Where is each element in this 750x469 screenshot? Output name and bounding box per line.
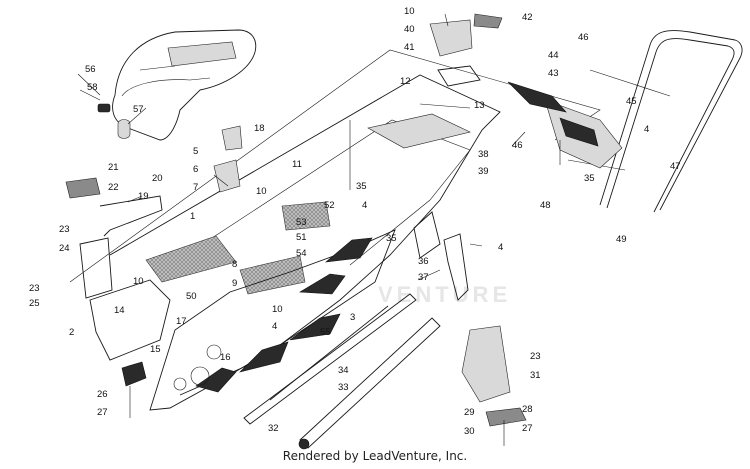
callout-label: 35 bbox=[356, 181, 367, 192]
callout-label: 55 bbox=[320, 327, 331, 338]
callout-label: 4 bbox=[362, 200, 367, 211]
callout-label: 8 bbox=[232, 259, 237, 270]
callout-label: 27 bbox=[97, 407, 108, 418]
callout-label: 54 bbox=[296, 248, 307, 259]
callout-label: 33 bbox=[338, 382, 349, 393]
callout-label: 10 bbox=[272, 304, 283, 315]
callout-label: 42 bbox=[522, 12, 533, 23]
rails bbox=[243, 293, 441, 450]
callout-label: 49 bbox=[616, 234, 627, 245]
bracket-top bbox=[429, 13, 503, 87]
callout-label: 16 bbox=[220, 352, 231, 363]
callout-label: 22 bbox=[108, 182, 119, 193]
seat-assembly bbox=[97, 29, 257, 141]
callout-label: 23 bbox=[530, 351, 541, 362]
callout-label: 35 bbox=[386, 233, 397, 244]
callout-label: 50 bbox=[186, 291, 197, 302]
callout-label: 34 bbox=[338, 365, 349, 376]
callout-label: 18 bbox=[254, 123, 265, 134]
callout-label: 7 bbox=[193, 182, 198, 193]
callout-label: 43 bbox=[548, 68, 559, 79]
callout-label: 21 bbox=[108, 162, 119, 173]
callout-label: 3 bbox=[350, 312, 355, 323]
callout-label: 47 bbox=[670, 161, 681, 172]
callout-label: 39 bbox=[478, 166, 489, 177]
callout-label: 58 bbox=[87, 82, 98, 93]
callout-label: 15 bbox=[150, 344, 161, 355]
watermark-text: VENTURE bbox=[378, 282, 511, 307]
callout-label: 2 bbox=[69, 327, 74, 338]
callout-label: 37 bbox=[418, 272, 429, 283]
callout-label: 6 bbox=[193, 164, 198, 175]
callout-label: 51 bbox=[296, 232, 307, 243]
callout-label: 23 bbox=[59, 224, 70, 235]
callout-label: 27 bbox=[522, 423, 533, 434]
callout-label: 4 bbox=[272, 321, 277, 332]
callout-label: 38 bbox=[478, 149, 489, 160]
callout-label: 48 bbox=[540, 200, 551, 211]
callout-label: 10 bbox=[404, 6, 415, 17]
callout-label: 24 bbox=[59, 243, 70, 254]
callout-label: 52 bbox=[324, 200, 335, 211]
callout-label: 25 bbox=[29, 298, 40, 309]
small-parts bbox=[65, 125, 527, 427]
callout-label: 11 bbox=[292, 159, 302, 170]
callout-label: 4 bbox=[644, 124, 649, 135]
callout-label: 9 bbox=[232, 278, 237, 289]
callout-label: 4 bbox=[498, 242, 503, 253]
callout-label: 29 bbox=[464, 407, 475, 418]
callout-label: 45 bbox=[626, 96, 637, 107]
tunnel-frame bbox=[69, 49, 601, 396]
callout-label: 20 bbox=[152, 173, 163, 184]
callout-label: 14 bbox=[114, 305, 125, 316]
callout-label: 28 bbox=[522, 404, 533, 415]
callout-label: 26 bbox=[97, 389, 108, 400]
callout-label: 10 bbox=[256, 186, 267, 197]
callout-label: 17 bbox=[176, 316, 187, 327]
rear-bumper bbox=[567, 30, 743, 213]
callout-label: 35 bbox=[584, 173, 595, 184]
side-panel-graphic bbox=[149, 229, 396, 411]
callout-label: 40 bbox=[404, 24, 415, 35]
callout-label: 57 bbox=[133, 104, 144, 115]
callout-label: 46 bbox=[578, 32, 589, 43]
callout-label: 56 bbox=[85, 64, 96, 75]
callout-label: 32 bbox=[268, 423, 279, 434]
callout-label: 1 bbox=[190, 211, 195, 222]
callout-label: 44 bbox=[548, 50, 559, 61]
callout-label: 30 bbox=[464, 426, 475, 437]
snowflap bbox=[507, 81, 623, 169]
callout-label: 53 bbox=[296, 217, 307, 228]
callout-label: 13 bbox=[474, 100, 485, 111]
callout-label: 12 bbox=[400, 76, 411, 87]
callout-label: 41 bbox=[404, 42, 415, 53]
callout-label: 23 bbox=[29, 283, 40, 294]
callout-label: 36 bbox=[418, 256, 429, 267]
footer-credit: Rendered by LeadVenture, Inc. bbox=[282, 449, 468, 463]
callout-label: 10 bbox=[133, 276, 144, 287]
callout-label: 5 bbox=[193, 146, 198, 157]
callout-labels: 10 42 40 41 46 44 43 56 58 57 12 13 45 1… bbox=[29, 6, 681, 437]
callout-label: 19 bbox=[138, 191, 149, 202]
callout-label: 46 bbox=[512, 140, 523, 151]
callout-label: 31 bbox=[530, 370, 541, 381]
leader-lines bbox=[77, 13, 561, 446]
